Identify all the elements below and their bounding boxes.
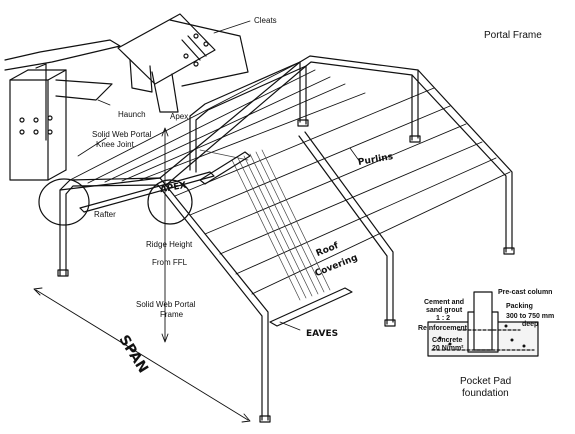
rafter-label: Rafter	[94, 210, 116, 219]
eaves-gutter	[79, 151, 353, 327]
span-dimension	[33, 287, 251, 423]
grout-label-1: Cement and	[424, 299, 465, 306]
concrete-label-2: 20 N/mm²	[432, 345, 464, 352]
precast-column-label: Pre-cast column	[498, 289, 553, 296]
roof-covering-sheets	[199, 149, 331, 301]
knee-joint-label-1: Solid Web Portal	[92, 130, 152, 139]
grout-label-2: sand grout	[426, 307, 463, 314]
eaves-label: EAVES	[306, 329, 339, 339]
apex-detail-circle	[147, 179, 193, 225]
diagram-title: Portal Frame	[484, 30, 542, 41]
grout-label-3: 1 : 2	[436, 315, 451, 322]
leader-lines	[77, 20, 361, 331]
packing-label: Packing	[506, 303, 533, 310]
depth-label-2: deep	[522, 321, 539, 328]
ridge-height-dimension	[161, 127, 169, 343]
haunch-label: Haunch	[118, 110, 146, 119]
apex-detail-label: Apex	[170, 112, 189, 121]
frame-label-2: Frame	[160, 310, 184, 319]
cleats-label: Cleats	[254, 16, 277, 25]
apex-cleat-detail	[117, 13, 249, 113]
second-frame-right-leg	[298, 131, 396, 327]
from-ffl-label: From FFL	[152, 258, 188, 267]
back-portal-frame	[297, 55, 421, 143]
reinforcement-label: Reinforcement	[418, 325, 468, 332]
foundation-caption-2: foundation	[462, 388, 509, 399]
knee-joint-circle	[38, 178, 90, 226]
frame-label-1: Solid Web Portal	[136, 300, 196, 309]
pocket-pad-foundation	[427, 291, 539, 357]
right-roof-purlins	[174, 87, 511, 295]
front-portal-frame	[57, 61, 307, 423]
depth-label-1: 300 to 750 mm	[506, 313, 555, 320]
left-roof-purlins	[69, 61, 366, 184]
concrete-label-1: Concrete	[432, 337, 463, 344]
ridge-height-label: Ridge Height	[146, 240, 193, 249]
knee-joint-label-2: Knee Joint	[96, 140, 134, 149]
foundation-caption-1: Pocket Pad	[460, 376, 512, 387]
haunch-detail	[4, 39, 121, 181]
